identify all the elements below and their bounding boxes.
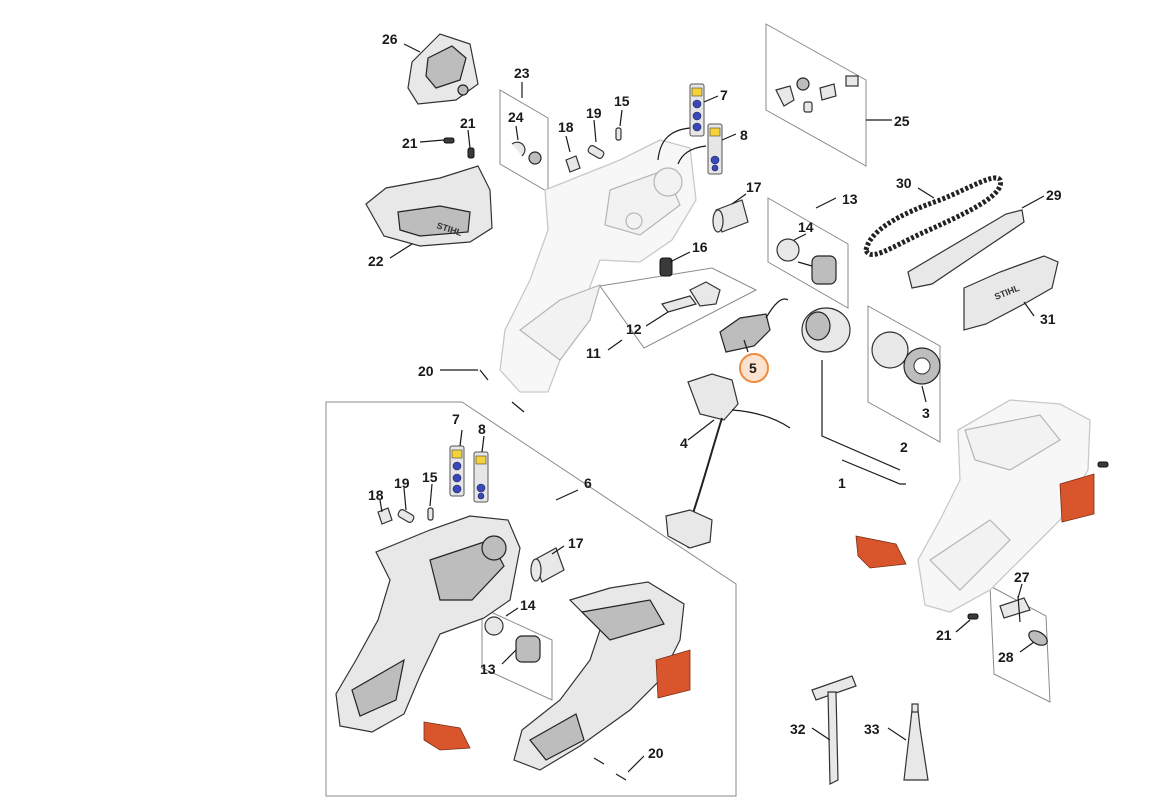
callout-24: 24 [508, 109, 524, 125]
part-3-sprocket [871, 331, 941, 385]
warning-label-lower-2 [655, 649, 691, 699]
frame-group-13b [481, 607, 553, 701]
callout-20: 20 [418, 363, 434, 379]
callout-23: 23 [514, 65, 530, 81]
callout-14-lower: 14 [520, 597, 536, 613]
callout-5: 5 [749, 360, 757, 376]
housing-half-lower-left [335, 515, 521, 733]
callout-7-lower: 7 [452, 411, 460, 427]
callout-17: 17 [746, 179, 762, 195]
housing-half-lower-right [513, 581, 685, 771]
part-26-cover [407, 33, 479, 105]
screw-parts-top [443, 127, 622, 173]
part-32-combination-wrench [811, 675, 857, 785]
callout-21-right: 21 [936, 627, 952, 643]
callout-2: 2 [900, 439, 908, 455]
part-16 [659, 257, 673, 277]
callout-30: 30 [896, 175, 912, 191]
callout-8: 8 [740, 127, 748, 143]
sticker-8-lower [473, 451, 489, 503]
callout-26: 26 [382, 31, 398, 47]
frame-group-3 [867, 305, 941, 443]
callout-25: 25 [894, 113, 910, 129]
callout-3: 3 [922, 405, 930, 421]
part-22-side-cover: STIHL [365, 165, 493, 247]
callout-11: 11 [586, 345, 601, 361]
part-13-switch-lower [484, 616, 541, 663]
housing-half-ghost-top [499, 139, 697, 393]
callout-33: 33 [864, 721, 880, 737]
callout-21: 21 [402, 135, 418, 151]
warning-label-right-2 [1059, 473, 1095, 523]
arrow-sticker-8 [677, 145, 707, 165]
callout-13-lower: 13 [480, 661, 496, 677]
callout-16: 16 [692, 239, 708, 255]
sticker-8-top [707, 123, 723, 175]
callout-6: 6 [584, 475, 592, 491]
part-screw-far-right [1097, 461, 1109, 468]
frame-group-13 [767, 197, 849, 309]
callout-14: 14 [798, 219, 814, 235]
callout-15-lower: 15 [422, 469, 438, 485]
callout-labels: 26 23 24 18 19 15 7 8 25 21 21 22 17 13 … [368, 31, 1062, 761]
callout-8-lower: 8 [478, 421, 486, 437]
callout-7: 7 [720, 87, 728, 103]
callout-18-lower: 18 [368, 487, 384, 503]
part-25-hardware [775, 75, 859, 113]
frame-group-25 [765, 23, 867, 167]
sticker-7-lower [449, 445, 465, 497]
part-27-bracket [999, 595, 1031, 623]
callout-21: 21 [460, 115, 476, 131]
callout-12: 12 [626, 321, 642, 337]
callout-29: 29 [1046, 187, 1062, 203]
warning-label-right-1 [855, 535, 907, 569]
callout-19-lower: 19 [394, 475, 410, 491]
callout-1: 1 [838, 475, 846, 491]
part-30-chain [863, 175, 1003, 257]
part-5-electronics [719, 298, 789, 353]
sticker-7-top [689, 83, 705, 137]
callout-27: 27 [1014, 569, 1030, 585]
callout-18: 18 [558, 119, 574, 135]
callout-15: 15 [614, 93, 630, 109]
callout-28: 28 [998, 649, 1014, 665]
part-13-switch [776, 238, 837, 285]
arrow-sticker-7 [657, 127, 691, 161]
screw-parts-lower [377, 507, 434, 525]
part-21-screw-right [967, 613, 979, 620]
part-33-grease-tube [903, 703, 929, 781]
leader-lines [379, 43, 1045, 773]
callout-32: 32 [790, 721, 806, 737]
frame-group-6 [325, 401, 737, 797]
part-1-motor [801, 307, 851, 353]
highlight-marker-5 [739, 353, 769, 383]
callout-31: 31 [1040, 311, 1056, 327]
callout-22: 22 [368, 253, 384, 269]
callout-19: 19 [586, 105, 602, 121]
part-17-sleeve-lower [530, 547, 565, 583]
part-4-cable-harness [665, 373, 791, 549]
callout-4: 4 [680, 435, 688, 451]
part-17-sleeve [712, 199, 749, 233]
warning-label-lower-1 [423, 721, 471, 751]
part-29-bar [907, 209, 1025, 289]
frame-group-23 [499, 89, 549, 193]
part-20-clips [479, 369, 627, 781]
frame-group-11 [599, 267, 758, 349]
part-28-cap [1028, 630, 1048, 646]
callout-20-lower: 20 [648, 745, 664, 761]
part-31-bar-cover: STIHL [963, 255, 1059, 331]
callout-13: 13 [842, 191, 858, 207]
callout-17-lower: 17 [568, 535, 584, 551]
housing-half-ghost-right [917, 399, 1091, 613]
part-12-bracket [660, 281, 721, 313]
